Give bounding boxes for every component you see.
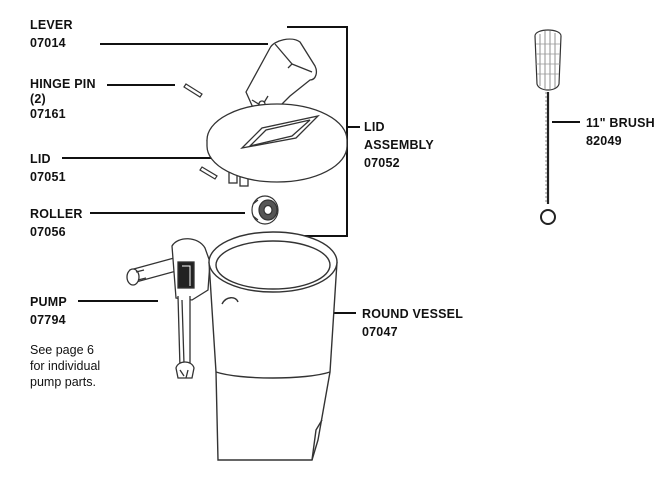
round-vessel-label: ROUND VESSEL 07047 xyxy=(362,305,463,341)
round-vessel-name: ROUND VESSEL xyxy=(362,307,464,321)
lid-assembly-number: 07052 xyxy=(364,156,400,170)
roller-name: ROLLER xyxy=(30,207,83,221)
lever-label: LEVER 07014 xyxy=(30,16,73,52)
brush-label: 11" BRUSH 82049 xyxy=(586,114,655,150)
lid-assembly-label: LID ASSEMBLY 07052 xyxy=(364,118,434,172)
hinge-pin-number: 07161 xyxy=(30,107,66,121)
pump-name: PUMP xyxy=(30,295,67,309)
lid-assembly-name-2: ASSEMBLY xyxy=(364,138,434,152)
lid-number: 07051 xyxy=(30,170,66,184)
roller-part xyxy=(251,195,279,225)
pump-number: 07794 xyxy=(30,313,66,327)
lever-name: LEVER xyxy=(30,18,73,32)
roller-number: 07056 xyxy=(30,225,66,239)
pump-note: See page 6 for individual pump parts. xyxy=(30,342,100,390)
lid-name: LID xyxy=(30,152,51,166)
brush-part xyxy=(534,29,562,225)
hinge-pin-qty: (2) xyxy=(30,92,46,106)
lever-part xyxy=(245,38,317,111)
roller-label: ROLLER 07056 xyxy=(30,205,83,241)
round-vessel-number: 07047 xyxy=(362,325,398,339)
brush-name: 11" BRUSH xyxy=(586,116,655,130)
lid-assembly-bracket xyxy=(287,26,348,237)
pump-label: PUMP 07794 xyxy=(30,293,67,329)
hinge-pin-part xyxy=(183,83,218,180)
pump-part xyxy=(126,238,211,379)
hinge-pin-label: HINGE PIN (2) 07161 xyxy=(30,76,96,123)
round-vessel-part xyxy=(208,231,338,461)
lever-number: 07014 xyxy=(30,36,66,50)
hinge-pin-name: HINGE PIN xyxy=(30,77,96,91)
brush-number: 82049 xyxy=(586,134,622,148)
pump-note-line-1: See page 6 xyxy=(30,343,94,357)
lid-assembly-name-1: LID xyxy=(364,120,385,134)
lid-part xyxy=(206,103,348,187)
pump-note-line-3: pump parts. xyxy=(30,375,97,389)
lid-label: LID 07051 xyxy=(30,150,66,186)
pump-note-line-2: for individual xyxy=(30,359,101,373)
